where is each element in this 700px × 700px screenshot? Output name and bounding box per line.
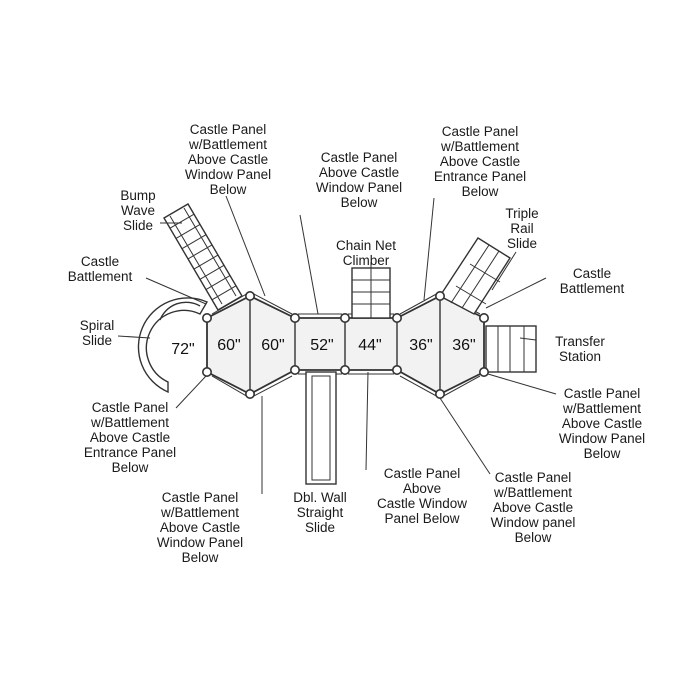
leader-line [145, 277, 207, 305]
leader-line [225, 195, 266, 297]
post [245, 388, 256, 399]
deck-heights: 72" 60" 60" 52" 44" 36" 36" [171, 337, 475, 358]
leader-line [487, 373, 557, 395]
label-transfer-station: Transfer Station [555, 334, 605, 364]
label-dbl-wall-straight-slide: Dbl. Wall Straight Slide [293, 490, 347, 535]
chain-net-climber [351, 267, 391, 319]
deck-height-52: 52" [310, 337, 333, 354]
post [202, 366, 213, 377]
label-castle-panel-bottom-left: Castle Panel w/Battlement Above Castle W… [156, 490, 244, 565]
label-castle-panel-bottom-right: Castle Panel w/Battlement Above Castle W… [490, 470, 576, 545]
label-castle-battlement-left: Castle Battlement [67, 254, 133, 284]
leader-lines [117, 195, 557, 494]
label-castle-panel-top-right: Castle Panel w/Battlement Above Castle E… [433, 124, 527, 199]
label-castle-battlement-right: Castle Battlement [559, 266, 625, 296]
post [202, 312, 213, 323]
triple-rail-slide [438, 237, 511, 315]
label-spiral-slide: Spiral Slide [79, 318, 115, 348]
bump-wave-slide [163, 203, 243, 311]
leader-line [175, 375, 207, 409]
post [434, 388, 445, 399]
label-castle-panel-top-left: Castle Panel w/Battlement Above Castle W… [184, 122, 272, 197]
deck-height-60a: 60" [217, 337, 240, 354]
leader-line [519, 337, 537, 341]
post [339, 312, 350, 323]
post [478, 366, 489, 377]
label-bump-wave-slide: Bump Wave Slide [120, 188, 156, 233]
dbl-wall-straight-slide [305, 371, 337, 485]
label-castle-panel-right: Castle Panel w/Battlement Above Castle W… [558, 386, 646, 461]
deck-height-44: 44" [358, 337, 381, 354]
leader-line [423, 197, 435, 301]
leader-line [485, 277, 547, 309]
post [391, 312, 402, 323]
leader-line [491, 251, 517, 291]
post [245, 290, 256, 301]
post [434, 290, 445, 301]
deck-height-36b: 36" [452, 337, 475, 354]
leader-line [299, 214, 319, 315]
post [289, 364, 300, 375]
deck-height-72: 72" [171, 341, 194, 358]
label-castle-panel-bottom-center: Castle Panel Above Castle Window Panel B… [376, 466, 468, 526]
post [289, 312, 300, 323]
posts [202, 290, 489, 399]
label-chain-net-climber: Chain Net Climber [335, 238, 397, 268]
structures [137, 203, 537, 485]
transfer-station [485, 325, 537, 373]
leader-line [435, 391, 491, 475]
post [478, 312, 489, 323]
spiral-slide [137, 297, 209, 394]
label-castle-panel-left-entrance: Castle Panel w/Battlement Above Castle E… [83, 400, 177, 475]
post [391, 364, 402, 375]
label-triple-rail-slide: Triple Rail Slide [505, 206, 539, 251]
post [339, 364, 350, 375]
leader-line [365, 371, 369, 471]
deck-height-36a: 36" [409, 337, 432, 354]
label-castle-panel-top-center: Castle Panel Above Castle Window Panel B… [315, 150, 403, 210]
leader-line [117, 335, 151, 339]
deck-height-60b: 60" [261, 337, 284, 354]
